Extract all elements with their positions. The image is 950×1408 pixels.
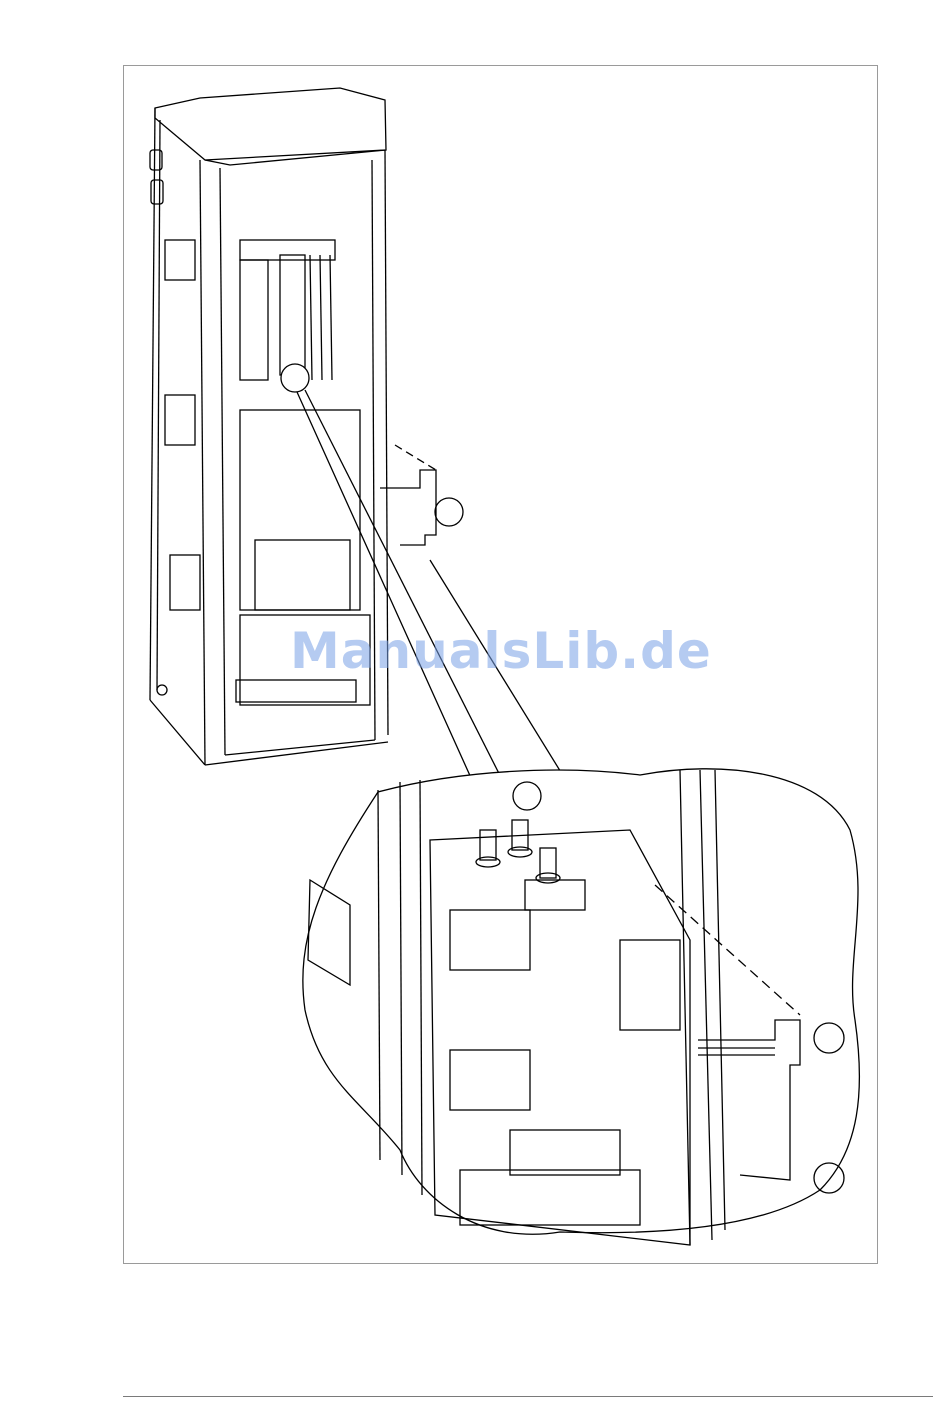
bracket-small [380, 445, 463, 545]
detail-cloud [303, 769, 860, 1245]
watermark: ManualsLib.de [290, 622, 712, 680]
footer-divider [123, 1396, 933, 1397]
